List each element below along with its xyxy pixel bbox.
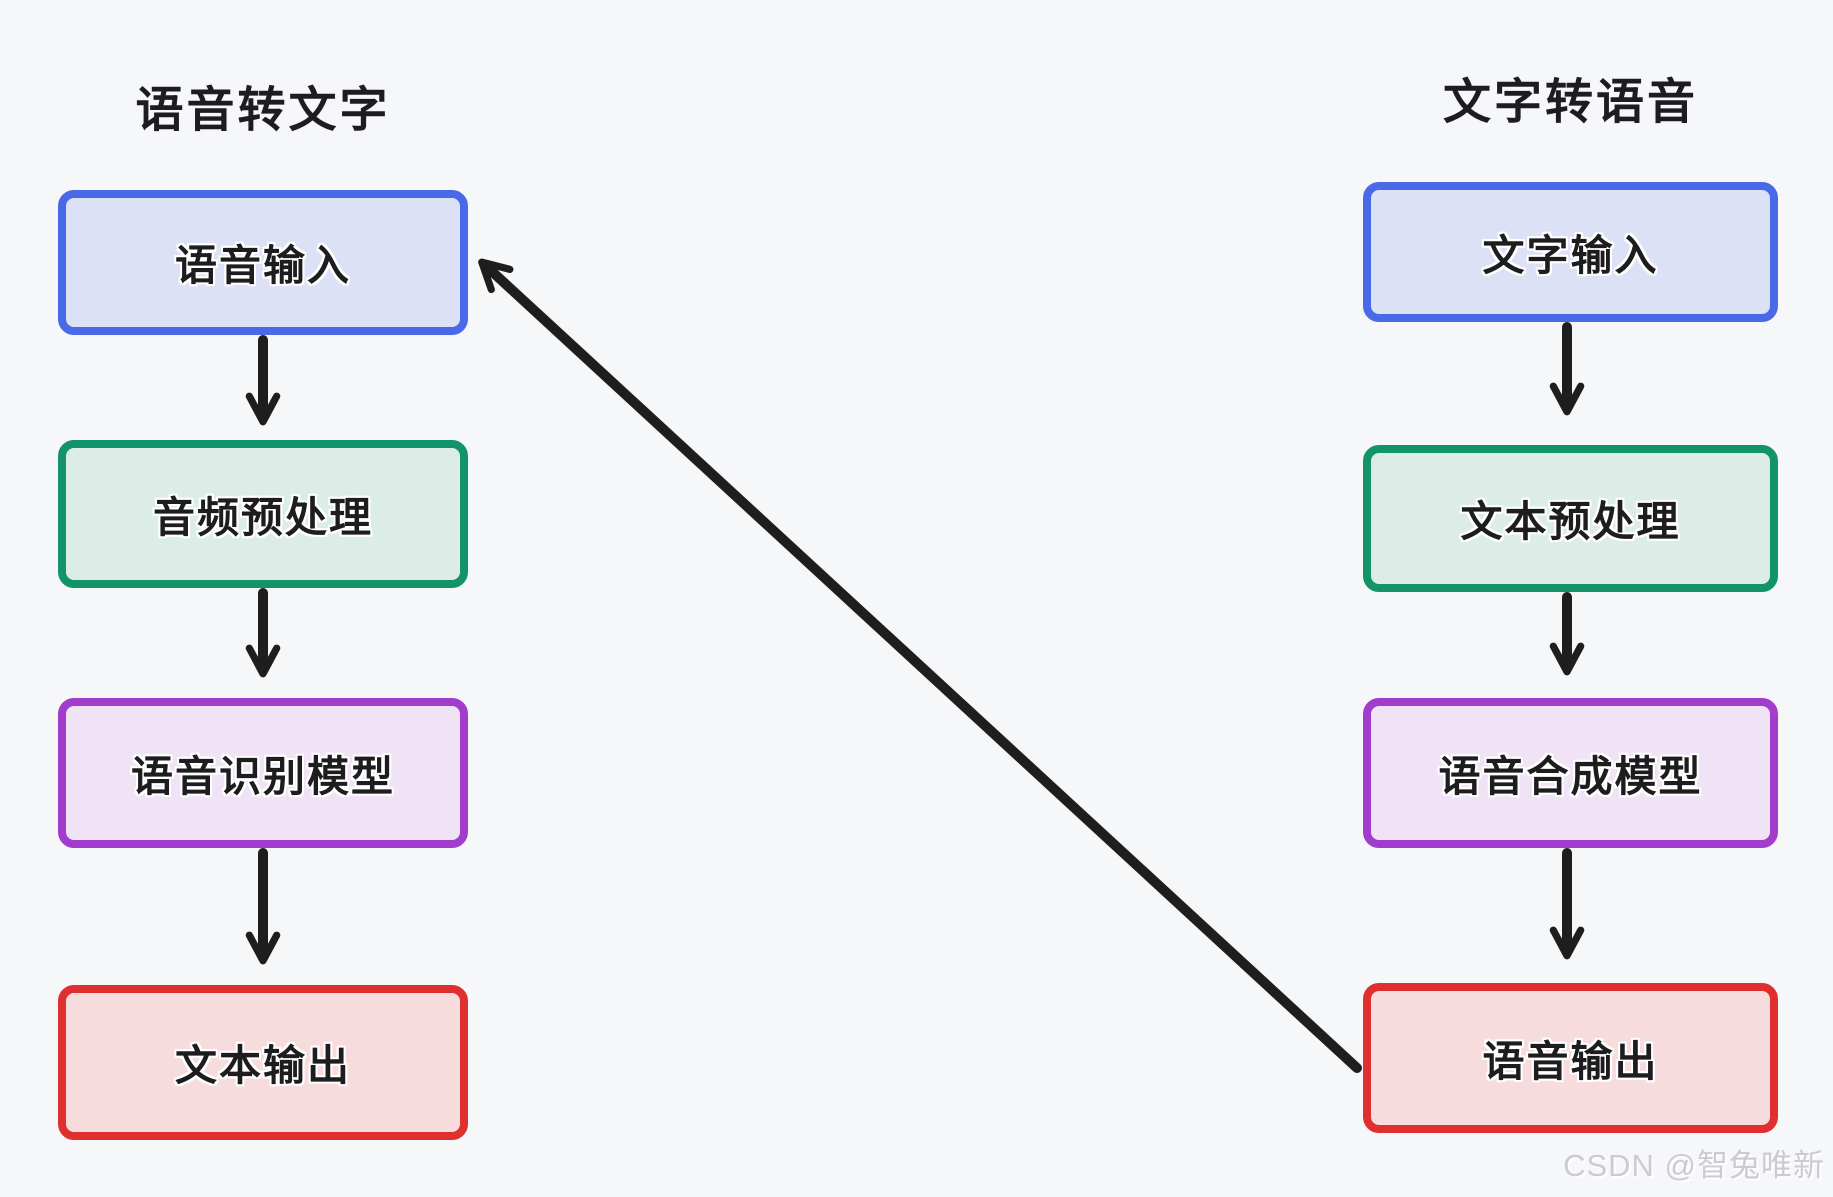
node-label: 语音输入 [174,242,351,289]
node-label: 语音输出 [1482,1037,1659,1085]
arrow-speech-output-to-speech-input [478,258,1362,1073]
node-label: 文字输入 [1482,231,1659,279]
node-label: 文本预处理 [1460,498,1681,545]
node-label: 语音识别模型 [130,752,395,800]
node-speech-synthesis-model: 语音合成模型 [1363,698,1778,848]
node-label: 文本输出 [174,1042,351,1089]
node-audio-preprocessing: 音频预处理 [58,440,468,588]
column-title-text-to-speech: 文字转语音 [1442,76,1698,129]
node-label: 音频预处理 [152,493,373,541]
node-text-preprocessing: 文本预处理 [1363,445,1778,592]
node-speech-input: 语音输入 [58,190,468,335]
node-text-output: 文本输出 [58,985,468,1140]
node-speech-output: 语音输出 [1363,983,1778,1133]
node-speech-recognition-model: 语音识别模型 [58,698,468,848]
column-title-speech-to-text: 语音转文字 [135,84,391,137]
node-text-input: 文字输入 [1363,182,1778,322]
watermark: CSDN @智兔唯新 [1563,1148,1825,1183]
node-label: 语音合成模型 [1438,752,1703,800]
